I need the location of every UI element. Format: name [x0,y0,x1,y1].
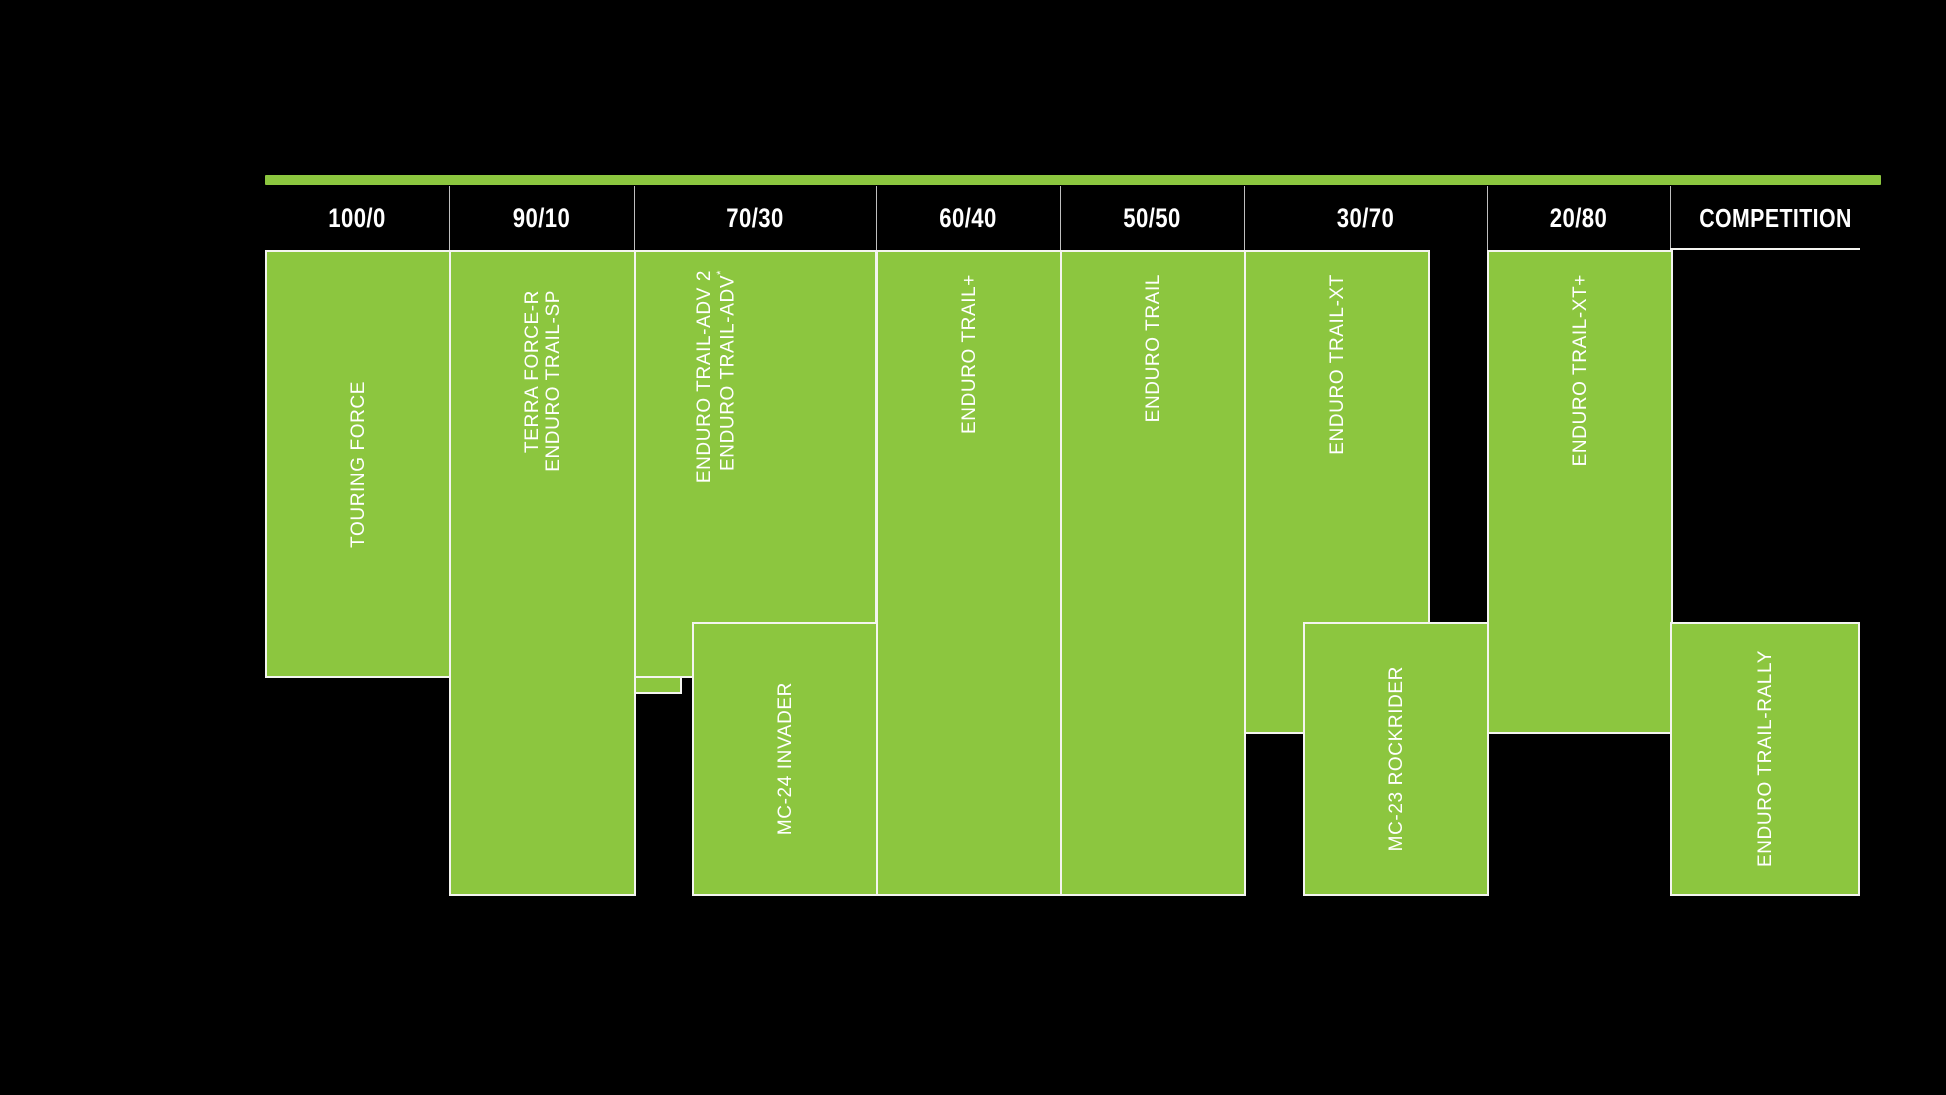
bar-label-group: TERRA FORCE-R ENDURO TRAIL-SP [451,252,634,894]
column-header-90-10: 90/10 [512,203,571,233]
bar-touring-force[interactable]: TOURING FORCE [265,250,451,678]
bar-label: ENDURO TRAIL [1142,274,1164,423]
bar-label: ENDURO TRAIL-ADV* [715,270,739,472]
bar-label-group: TOURING FORCE [267,252,449,676]
column-header-competition: COMPETITION [1699,203,1852,233]
bar-label: TERRA FORCE-R [521,290,543,453]
bar-mc-23-rockrider[interactable]: MC-23 ROCKRIDER [1303,622,1489,896]
bar-label: TOURING FORCE [347,380,369,548]
bar-label: ENDURO TRAIL-XT [1326,274,1348,455]
bar-label: ENDURO TRAIL+ [958,274,980,435]
bar-label: MC-23 ROCKRIDER [1385,666,1407,852]
competition-top-rule [1670,248,1860,250]
column-header-50-50: 50/50 [1123,203,1181,233]
bar-label-group: MC-23 ROCKRIDER [1305,624,1487,894]
bar-label: MC-24 INVADER [774,682,796,836]
bar-enduro-trail[interactable]: ENDURO TRAIL [1060,250,1246,896]
column-separator-6 [1487,186,1488,250]
column-header-30-70: 30/70 [1336,203,1395,233]
bar-label-group: ENDURO TRAIL-RALLY [1672,624,1858,894]
column-separator-3 [876,186,877,250]
bar-label-group: ENDURO TRAIL-ADV 2 ENDURO TRAIL-ADV* [636,252,875,676]
column-separator-1 [449,186,450,250]
column-header-20-80: 20/80 [1549,203,1608,233]
column-separator-5 [1244,186,1245,250]
bar-enduro-trail-adv[interactable]: ENDURO TRAIL-ADV 2 ENDURO TRAIL-ADV* [634,250,877,678]
bar-label-group: ENDURO TRAIL [1062,252,1244,894]
bar-enduro-trail-xt-plus[interactable]: ENDURO TRAIL-XT+ [1487,250,1673,734]
column-header-100-0: 100/0 [328,203,386,233]
column-separator-4 [1060,186,1061,250]
bar-label-group: ENDURO TRAIL-XT+ [1489,252,1671,732]
bar-enduro-trail-rally[interactable]: ENDURO TRAIL-RALLY [1670,622,1860,896]
bar-mc-24-invader[interactable]: MC-24 INVADER [692,622,878,896]
bar-enduro-trail-plus[interactable]: ENDURO TRAIL+ [876,250,1062,896]
bar-label: ENDURO TRAIL-SP [542,290,564,472]
top-accent-rule [265,175,1881,185]
bar-label-group: ENDURO TRAIL+ [878,252,1060,894]
column-separator-2 [634,186,635,250]
column-header-60-40: 60/40 [939,203,997,233]
bar-label: ENDURO TRAIL-RALLY [1754,650,1776,868]
bar-70-30-tail [634,678,682,694]
column-header-70-30: 70/30 [726,203,784,233]
column-separator-7 [1670,186,1671,250]
bar-label: ENDURO TRAIL-XT+ [1569,274,1591,467]
bar-label: ENDURO TRAIL-ADV 2 [694,270,715,484]
bar-terra-force-r[interactable]: TERRA FORCE-R ENDURO TRAIL-SP [449,250,636,896]
bar-label-group: MC-24 INVADER [694,624,876,894]
column-header-row: 100/0 90/10 70/30 60/40 50/50 30/70 20/8… [265,186,1881,251]
